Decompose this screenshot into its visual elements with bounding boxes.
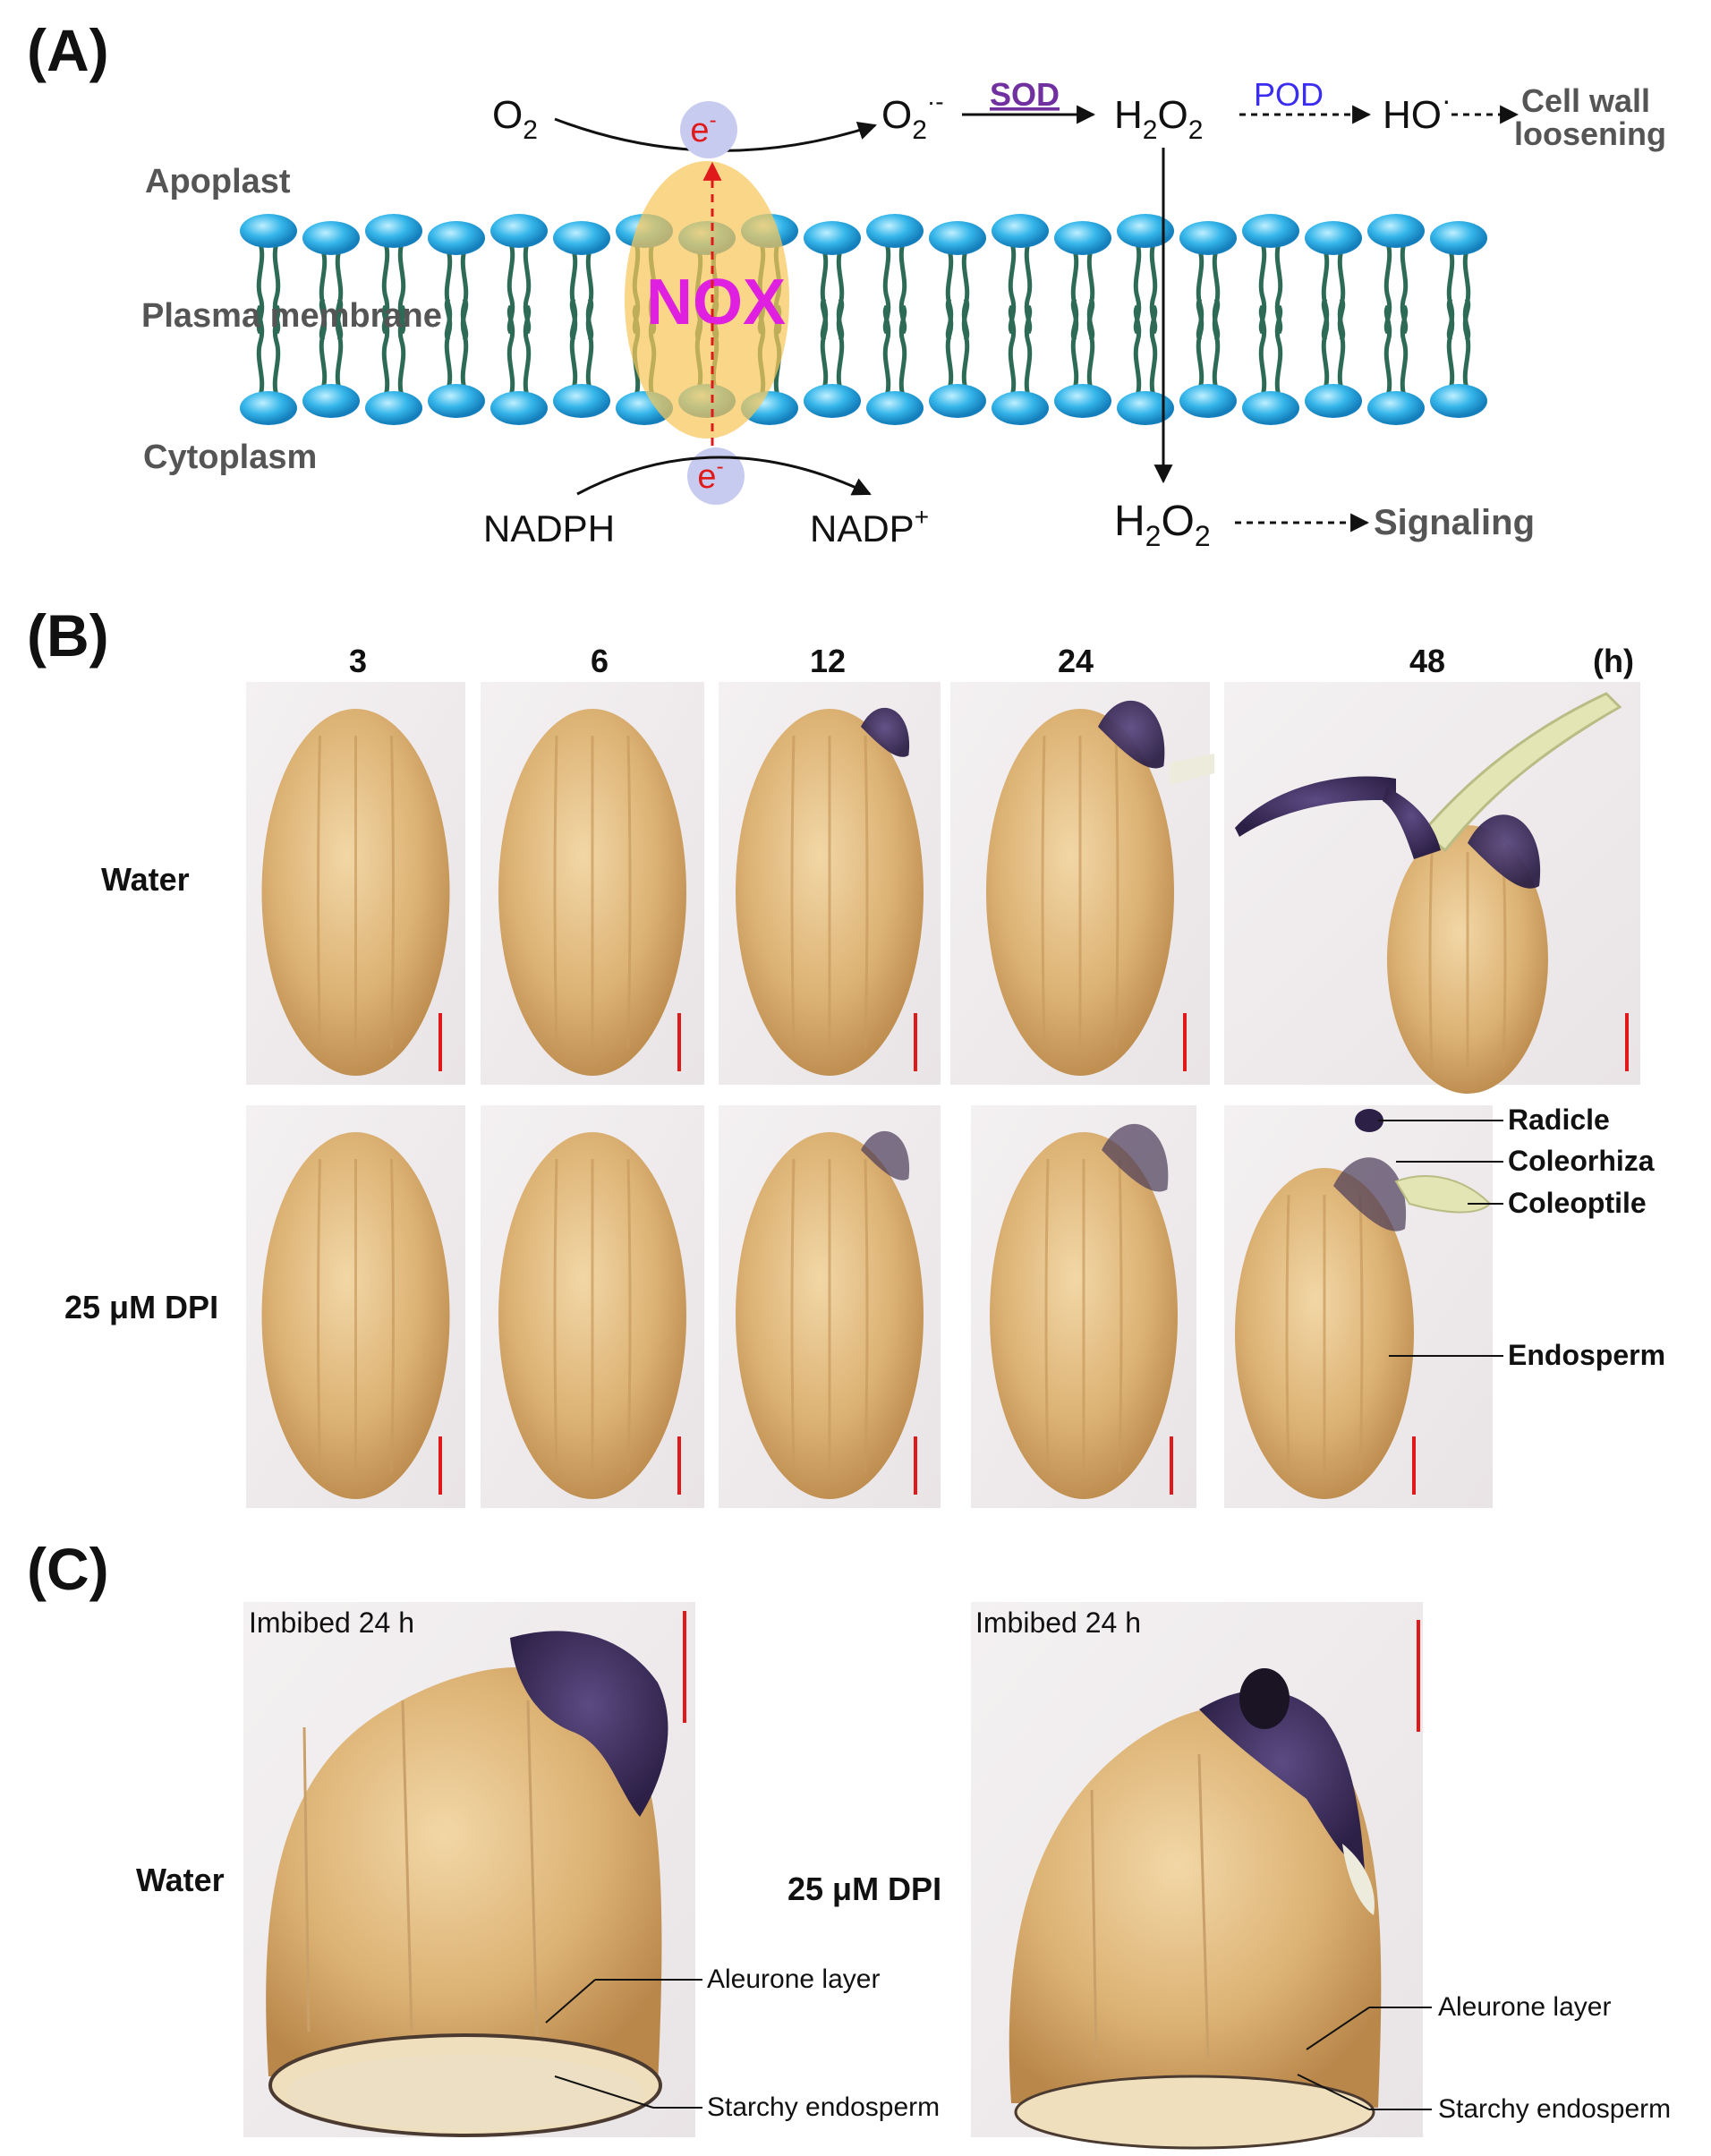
sod-label: SOD bbox=[990, 76, 1060, 113]
embryo-stain bbox=[861, 707, 910, 757]
electron-circle-top bbox=[680, 101, 737, 158]
time-label-48: 48 bbox=[1409, 643, 1446, 679]
time-label-12: 12 bbox=[810, 643, 847, 679]
row-label-water: Water bbox=[101, 861, 190, 898]
cut-seed-dpi bbox=[971, 1602, 1423, 2150]
nadph-label: NADPH bbox=[483, 507, 615, 550]
hydroxyl-label: HO· bbox=[1383, 84, 1451, 137]
panel-c-label: (C) bbox=[27, 1536, 109, 1602]
panel-c-row-water: Water bbox=[136, 1862, 225, 1898]
electron-bottom-label: e- bbox=[697, 455, 723, 496]
cut-seed-water bbox=[243, 1602, 695, 2137]
lipid-bilayer bbox=[240, 214, 1487, 425]
annotation-coleorhiza: Coleorhiza bbox=[1508, 1145, 1655, 1177]
panel-b-annotations bbox=[1378, 1120, 1503, 1357]
embryo-stain bbox=[1333, 1157, 1407, 1231]
superoxide-label: O2·- bbox=[881, 88, 944, 145]
embryo-stain bbox=[1102, 1123, 1169, 1192]
seedling-48h-water bbox=[1235, 692, 1622, 859]
time-unit-label: (h) bbox=[1593, 643, 1634, 679]
annotation-radicle: Radicle bbox=[1508, 1104, 1610, 1136]
electron-top-label: e- bbox=[690, 108, 716, 149]
h2o2-bottom-label: H2O2 bbox=[1114, 498, 1211, 552]
row-label-dpi: 25 μM DPI bbox=[64, 1289, 219, 1325]
h2o2-top-label: H2O2 bbox=[1114, 93, 1203, 145]
imbibed-label-dpi: Imbibed 24 h bbox=[975, 1606, 1142, 1639]
electron-transfer-curve-bottom bbox=[576, 456, 872, 496]
time-label-6: 6 bbox=[591, 643, 609, 679]
panel-a-label: (A) bbox=[27, 17, 109, 83]
annotation-endosperm: Endosperm bbox=[1508, 1339, 1666, 1371]
annotation-aleurone-dpi: Aleurone layer bbox=[1438, 1992, 1612, 2022]
annotation-coleoptile: Coleoptile bbox=[1508, 1187, 1647, 1219]
seed-photos-grid bbox=[246, 682, 1640, 1508]
embryo-stain bbox=[1468, 814, 1541, 889]
pod-label: POD bbox=[1254, 76, 1324, 113]
apoplast-label: Apoplast bbox=[145, 163, 291, 200]
electron-circle-bottom bbox=[687, 447, 745, 505]
annotation-starchy-dpi: Starchy endosperm bbox=[1438, 2094, 1672, 2124]
annotation-starchy-water: Starchy endosperm bbox=[707, 2092, 941, 2122]
cell-wall-label-1: Cell wall bbox=[1521, 82, 1650, 119]
nadp-label: NADP+ bbox=[810, 503, 929, 550]
panel-c-row-dpi: 25 μM DPI bbox=[787, 1871, 942, 1907]
imbibed-label-water: Imbibed 24 h bbox=[249, 1606, 415, 1639]
signaling-label: Signaling bbox=[1374, 503, 1535, 542]
time-label-3: 3 bbox=[349, 643, 368, 679]
o2-label: O2 bbox=[492, 93, 538, 145]
cytoplasm-label: Cytoplasm bbox=[143, 439, 317, 476]
cell-wall-label-2: loosening bbox=[1514, 115, 1666, 152]
nox-ellipse bbox=[625, 161, 789, 439]
nox-label: NOX bbox=[646, 267, 786, 338]
membrane-label: Plasma membrane bbox=[141, 297, 442, 335]
annotation-aleurone-water: Aleurone layer bbox=[707, 1964, 881, 1994]
embryo-stain bbox=[861, 1130, 910, 1180]
time-label-24: 24 bbox=[1058, 643, 1094, 679]
panel-b-label: (B) bbox=[27, 602, 109, 669]
panel-a-diagram: NOX Apoplast Plasma membrane Cytoplasm O… bbox=[141, 76, 1666, 552]
embryo-stain bbox=[1098, 700, 1165, 769]
